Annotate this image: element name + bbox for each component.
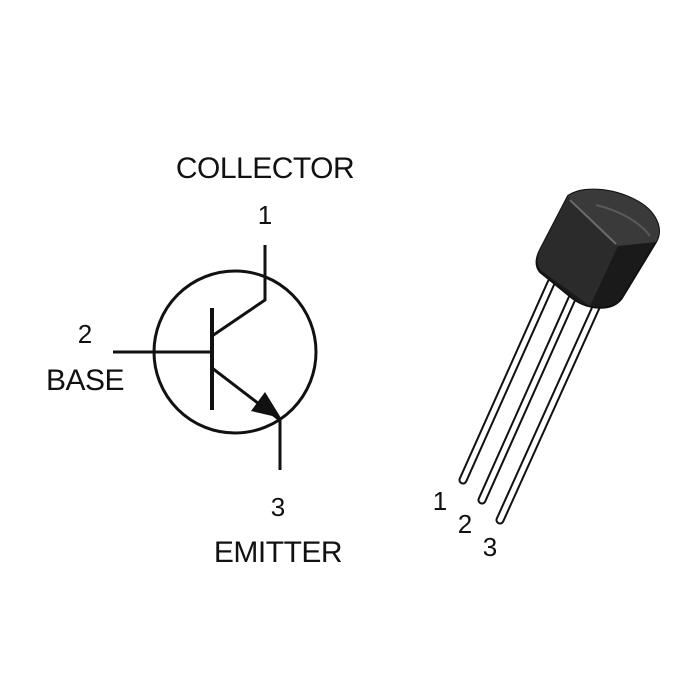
to92-package: 1 2 3 — [433, 188, 660, 562]
emitter-arrow — [251, 392, 281, 418]
emitter-pin-number: 3 — [271, 492, 285, 522]
package-pin-label-3: 3 — [483, 532, 497, 562]
collector-label: COLLECTOR — [176, 152, 354, 185]
lead-3 — [495, 300, 602, 525]
package-pin-label-2: 2 — [458, 509, 472, 539]
base-label: BASE — [46, 364, 124, 397]
emitter-lead — [211, 366, 282, 470]
base-pin-number: 2 — [78, 319, 92, 349]
lead-1 — [458, 278, 556, 485]
emitter-label: EMITTER — [214, 536, 342, 569]
lead-2 — [477, 289, 579, 505]
collector-pin-number: 1 — [258, 200, 272, 230]
package-pin-label-1: 1 — [433, 486, 447, 516]
transistor-body — [535, 188, 660, 309]
collector-lead — [211, 245, 267, 338]
npn-schematic-symbol: COLLECTOR 1 2 BASE 3 EMITTER — [46, 152, 355, 569]
